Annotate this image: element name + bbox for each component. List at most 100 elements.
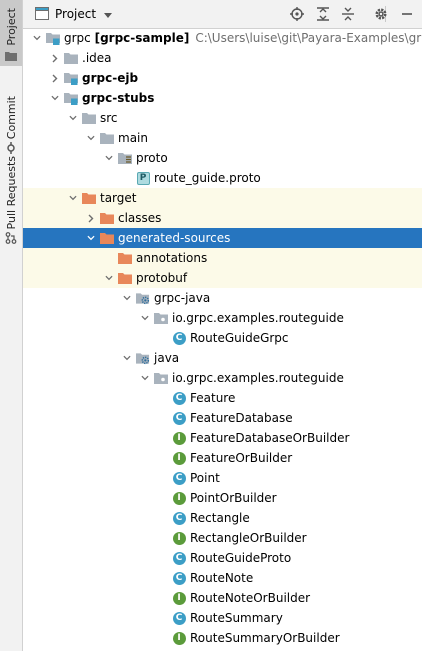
tab-pull-requests-label: Pull Requests	[4, 156, 18, 230]
tree-item-label: route_guide.proto	[154, 171, 261, 185]
tree-row[interactable]: classes	[23, 208, 422, 228]
tree-row[interactable]: annotations	[23, 248, 422, 268]
module-icon	[64, 71, 78, 85]
interface-icon: I	[172, 451, 186, 465]
tree-item-label: main	[118, 131, 148, 145]
chevron-down-icon[interactable]	[69, 194, 77, 202]
generated-source-root-icon	[136, 351, 150, 365]
tree-row[interactable]: I RectangleOrBuilder	[23, 528, 422, 548]
tree-row[interactable]: java	[23, 348, 422, 368]
class-icon: C	[172, 511, 186, 525]
module-alias: [grpc-sample]	[94, 31, 190, 45]
folder-icon	[5, 50, 17, 62]
tree-item-label: classes	[118, 211, 162, 225]
tree-item-label: FeatureDatabase	[190, 411, 293, 425]
toolbar-title[interactable]: Project	[55, 7, 97, 21]
tree-row[interactable]: protobuf	[23, 268, 422, 288]
hide-icon[interactable]	[399, 6, 415, 22]
tree-row[interactable]: C Rectangle	[23, 508, 422, 528]
tree-item-label: RectangleOrBuilder	[190, 531, 307, 545]
tree-row[interactable]: C Feature	[23, 388, 422, 408]
tree-item-label: RouteGuideProto	[190, 551, 292, 565]
tree-row[interactable]: proto	[23, 148, 422, 168]
package-icon	[154, 371, 168, 385]
tree-item-label: grpc-stubs	[82, 91, 155, 105]
module-icon	[64, 91, 78, 105]
chevron-down-icon[interactable]	[123, 294, 131, 302]
tree-row[interactable]: target	[23, 188, 422, 208]
excluded-folder-icon	[82, 191, 96, 205]
interface-icon: I	[172, 591, 186, 605]
tree-row[interactable]: io.grpc.examples.routeguide	[23, 308, 422, 328]
tree-item-label: src	[100, 111, 118, 125]
tree-row[interactable]: src	[23, 108, 422, 128]
tree-item-label: io.grpc.examples.routeguide	[172, 371, 344, 385]
chevron-right-icon[interactable]	[87, 214, 95, 222]
excluded-folder-icon	[100, 211, 114, 225]
chevron-down-icon[interactable]	[51, 94, 59, 102]
tree-row[interactable]: grpc-java	[23, 288, 422, 308]
tree-item-label: Feature	[190, 391, 236, 405]
tree-row[interactable]: main	[23, 128, 422, 148]
chevron-right-icon[interactable]	[51, 74, 59, 82]
module-icon	[46, 31, 60, 45]
tab-pull-requests[interactable]: Pull Requests	[0, 156, 22, 248]
tab-project-label: Project	[4, 8, 18, 46]
gear-icon[interactable]	[373, 6, 389, 22]
tree-item-label: Rectangle	[190, 511, 250, 525]
tab-commit-label: Commit	[4, 96, 18, 140]
locate-icon[interactable]	[289, 6, 305, 22]
chevron-down-icon[interactable]	[69, 114, 77, 122]
class-icon: C	[172, 571, 186, 585]
package-icon	[154, 311, 168, 325]
tree-item-label: proto	[136, 151, 168, 165]
chevron-down-icon[interactable]	[33, 34, 41, 42]
tree-item-label: PointOrBuilder	[190, 491, 277, 505]
tool-window-strip: Project Commit Pull Requests	[0, 0, 23, 651]
chevron-down-icon[interactable]	[103, 9, 113, 23]
tree-row[interactable]: grpc-ejb	[23, 68, 422, 88]
chevron-down-icon[interactable]	[141, 374, 149, 382]
tree-row[interactable]: generated-sources	[23, 228, 422, 248]
chevron-down-icon[interactable]	[141, 314, 149, 322]
chevron-down-icon[interactable]	[87, 134, 95, 142]
interface-icon: I	[172, 531, 186, 545]
chevron-right-icon[interactable]	[51, 54, 59, 62]
tree-item-label: io.grpc.examples.routeguide	[172, 311, 344, 325]
tree-item-label: RouteSummaryOrBuilder	[190, 631, 340, 645]
tree-row[interactable]: .idea	[23, 48, 422, 68]
chevron-down-icon[interactable]	[123, 354, 131, 362]
tree-item-label: .idea	[82, 51, 112, 65]
tree-row[interactable]: io.grpc.examples.routeguide	[23, 368, 422, 388]
tab-project[interactable]: Project	[0, 0, 22, 66]
tree-row[interactable]: I RouteNoteOrBuilder	[23, 588, 422, 608]
class-icon: C	[172, 331, 186, 345]
chevron-down-icon[interactable]	[105, 274, 113, 282]
collapse-all-icon[interactable]	[340, 6, 356, 22]
project-tree[interactable]: grpc [grpc-sample]C:\Users\luise\git\Pay…	[23, 28, 422, 651]
tree-row[interactable]: grpc-stubs	[23, 88, 422, 108]
tree-item-label: grpc [grpc-sample]C:\Users\luise\git\Pay…	[64, 30, 422, 46]
folder-icon	[64, 51, 78, 65]
chevron-down-icon[interactable]	[87, 234, 95, 242]
expand-all-icon[interactable]	[315, 6, 331, 22]
tree-item-label: target	[100, 191, 137, 205]
chevron-down-icon[interactable]	[105, 154, 113, 162]
tab-commit[interactable]: Commit	[0, 96, 22, 155]
tree-item-path: C:\Users\luise\git\Payara-Examples\grpc	[195, 31, 422, 45]
tree-item-label: RouteNoteOrBuilder	[190, 591, 311, 605]
tree-row[interactable]: grpc [grpc-sample]C:\Users\luise\git\Pay…	[23, 28, 422, 48]
class-icon: C	[172, 391, 186, 405]
resource-folder-icon	[118, 151, 132, 165]
